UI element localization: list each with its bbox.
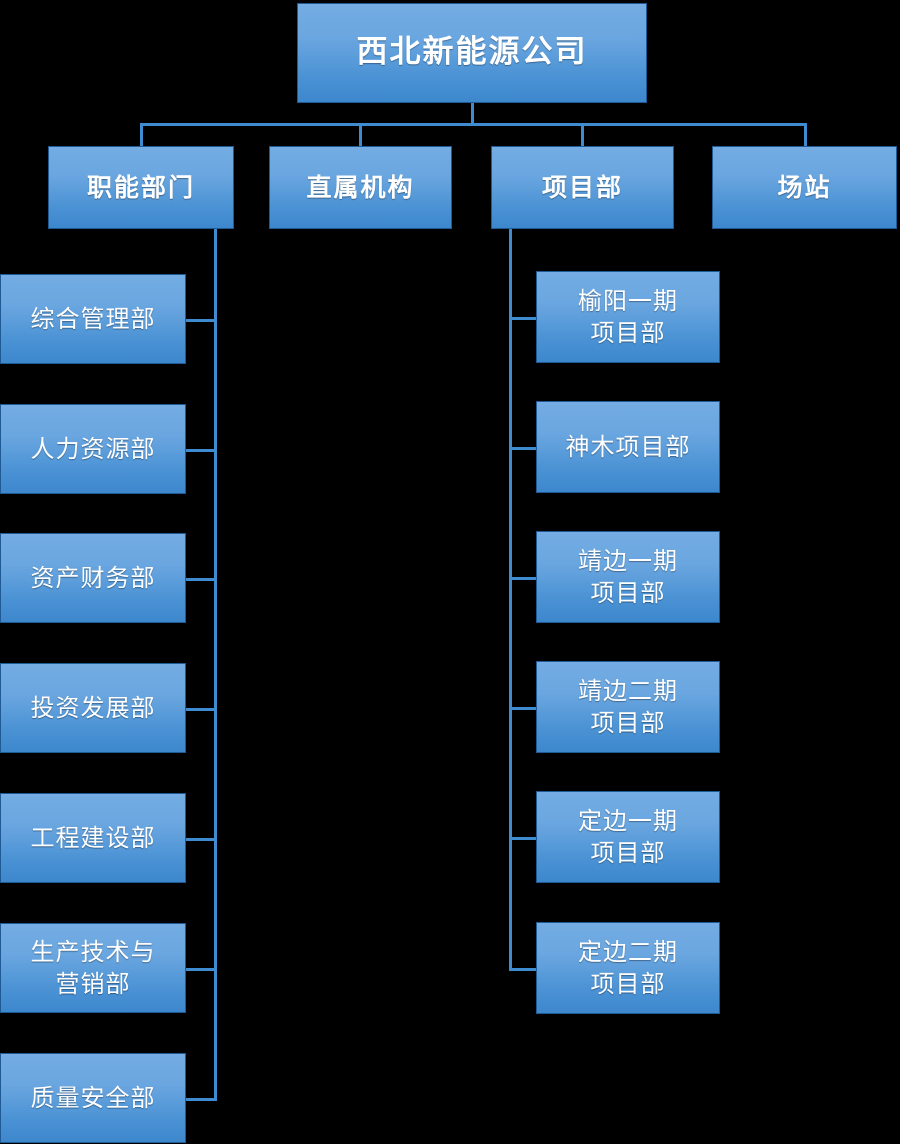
connector-functional-elbow-7 xyxy=(185,1098,217,1101)
connector-project-elbow-5 xyxy=(509,837,539,840)
connector-functional-elbow-5 xyxy=(185,838,217,841)
connector-functional-elbow-1 xyxy=(185,319,217,322)
node-functional-departments[interactable]: 职能部门 xyxy=(48,146,234,229)
connector-project-elbow-6 xyxy=(509,968,539,971)
connector-functional-elbow-3 xyxy=(185,578,217,581)
connector-project-elbow-1 xyxy=(509,317,539,320)
connector-root-stem xyxy=(471,103,474,125)
connector-project-elbow-2 xyxy=(509,447,539,450)
node-project-departments[interactable]: 项目部 xyxy=(491,146,674,229)
connector-drop-project xyxy=(581,123,584,146)
node-dept-human-resources[interactable]: 人力资源部 xyxy=(0,404,186,494)
connector-project-elbow-3 xyxy=(509,577,539,580)
connector-functional-elbow-4 xyxy=(185,708,217,711)
connector-functional-elbow-2 xyxy=(185,449,217,452)
node-project-dingbian-phase2[interactable]: 定边二期 项目部 xyxy=(536,922,720,1014)
connector-functional-spine xyxy=(214,229,217,1101)
node-project-yuyang-phase1[interactable]: 榆阳一期 项目部 xyxy=(536,271,720,363)
connector-functional-elbow-6 xyxy=(185,968,217,971)
node-project-jingbian-phase1[interactable]: 靖边一期 项目部 xyxy=(536,531,720,623)
connector-drop-functional xyxy=(140,123,143,146)
node-dept-general-management[interactable]: 综合管理部 xyxy=(0,274,186,364)
connector-project-spine xyxy=(509,229,512,971)
connector-drop-direct xyxy=(359,123,362,146)
connector-project-elbow-4 xyxy=(509,707,539,710)
node-direct-institutions[interactable]: 直属机构 xyxy=(269,146,452,229)
node-root-company[interactable]: 西北新能源公司 xyxy=(297,3,647,103)
connector-drop-station xyxy=(804,123,807,146)
node-project-dingbian-phase1[interactable]: 定边一期 项目部 xyxy=(536,791,720,883)
node-dept-engineering-construction[interactable]: 工程建设部 xyxy=(0,793,186,883)
node-project-shenmu[interactable]: 神木项目部 xyxy=(536,401,720,493)
node-dept-asset-finance[interactable]: 资产财务部 xyxy=(0,533,186,623)
connector-level2-bus xyxy=(140,123,807,126)
node-dept-production-tech-marketing[interactable]: 生产技术与 营销部 xyxy=(0,923,186,1013)
node-project-jingbian-phase2[interactable]: 靖边二期 项目部 xyxy=(536,661,720,753)
node-stations[interactable]: 场站 xyxy=(712,146,897,229)
node-dept-investment-development[interactable]: 投资发展部 xyxy=(0,663,186,753)
node-dept-quality-safety[interactable]: 质量安全部 xyxy=(0,1053,186,1143)
